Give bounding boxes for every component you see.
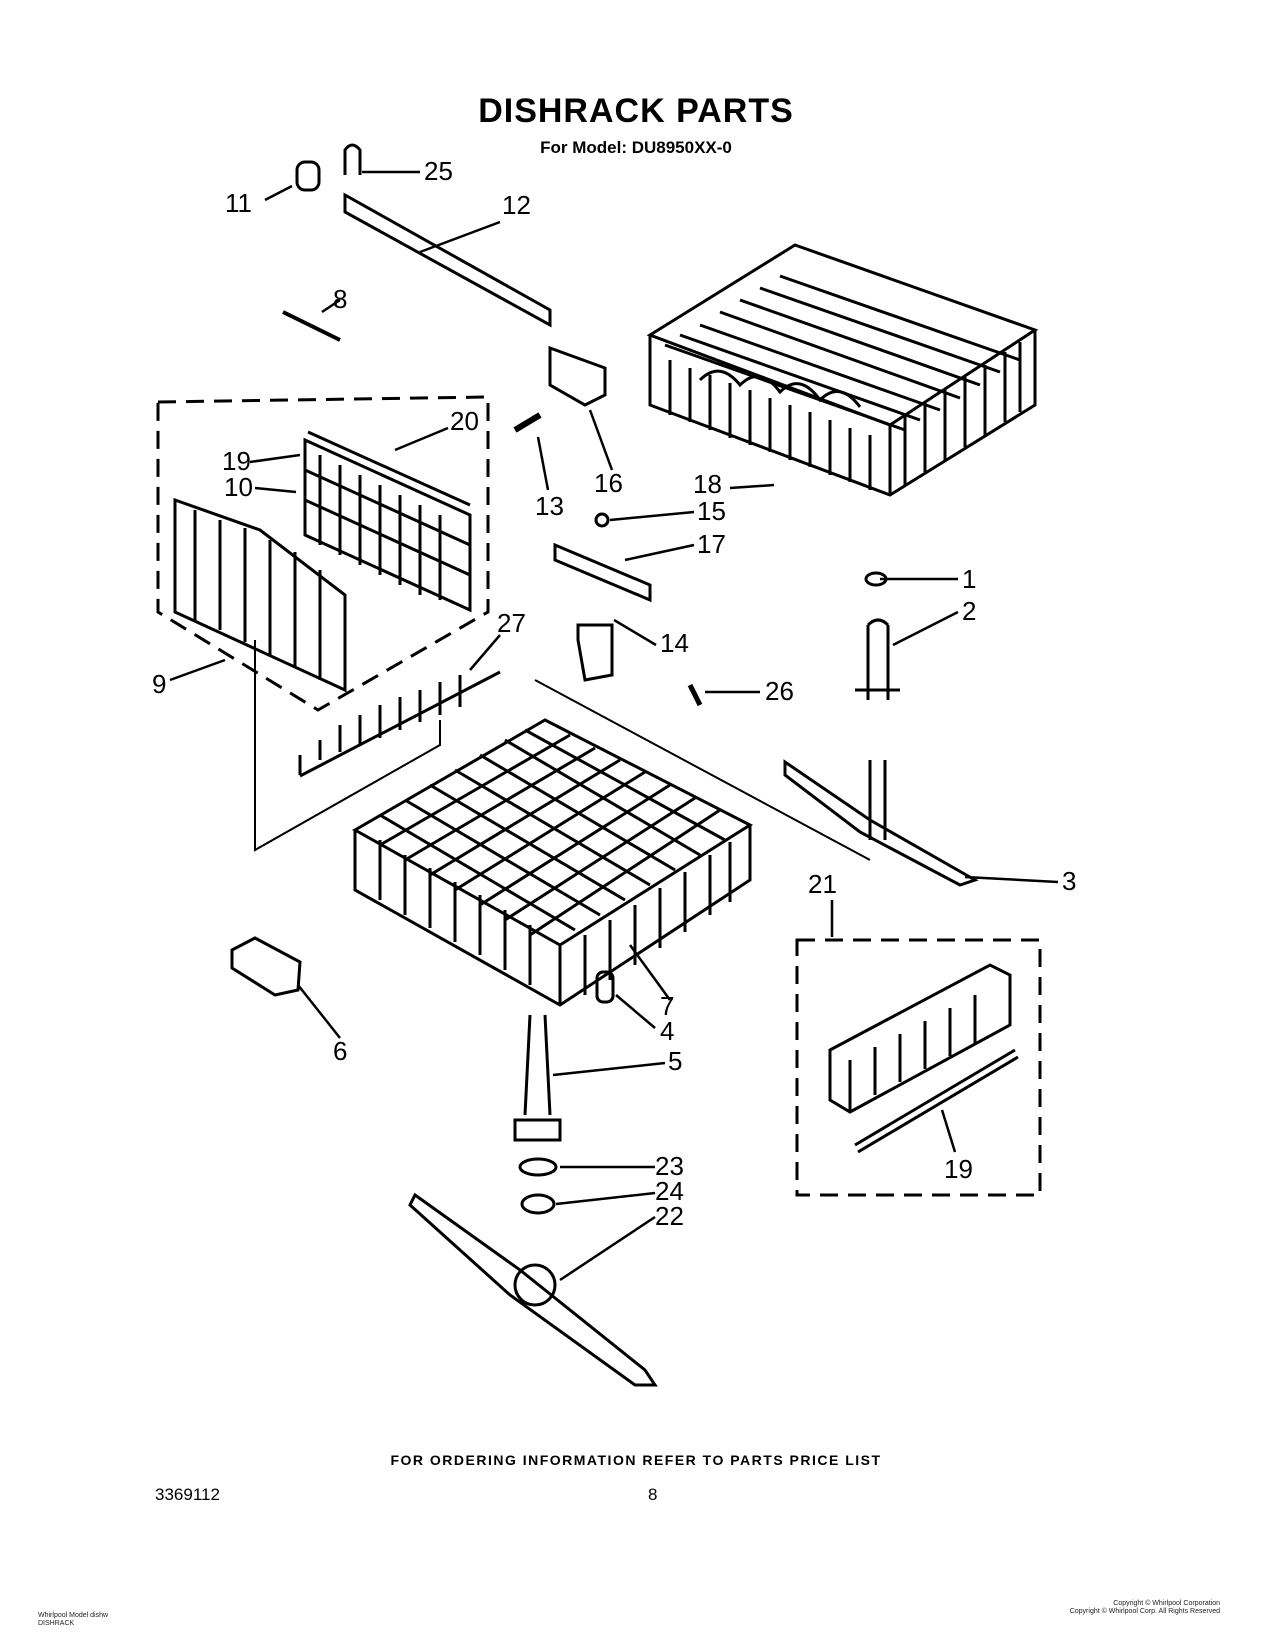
callout-19-basket: 19: [944, 1154, 973, 1184]
lower-rack: [351, 718, 754, 1007]
callout-labels: 1 2 3 4 5 6 7 8 9 10 11 12 13 14 15 16 1…: [152, 156, 1076, 1231]
callout-19: 19: [222, 446, 251, 476]
leader-lines: [169, 170, 1059, 1282]
dashed-box-left: [156, 395, 490, 712]
page-title: DISHRACK PARTS: [478, 92, 794, 130]
part-12-bar: [343, 192, 552, 328]
fine-print-right-line1: Copyright © Whirlpool Corporation: [1113, 1600, 1220, 1607]
callout-10: 10: [224, 472, 253, 502]
callout-8: 8: [333, 284, 347, 314]
callout-21: 21: [808, 869, 837, 899]
callout-20: 20: [450, 406, 479, 436]
fine-print-right: Copyright © Whirlpool Corporation Copyri…: [1020, 1600, 1220, 1616]
callout-12: 12: [502, 190, 531, 220]
callout-6: 6: [333, 1036, 347, 1066]
document-number: 3369112: [155, 1485, 220, 1504]
callout-7: 7: [660, 991, 674, 1021]
page-number: 8: [648, 1485, 658, 1504]
callout-2: 2: [962, 596, 976, 626]
shelf-9: [173, 497, 347, 693]
callout-27: 27: [497, 608, 526, 638]
upper-rack: [646, 243, 1039, 497]
callout-23: 23: [655, 1151, 684, 1181]
callout-24: 24: [655, 1176, 684, 1206]
callout-25: 25: [424, 156, 453, 186]
callout-11: 11: [225, 188, 252, 218]
callout-5: 5: [668, 1046, 682, 1076]
callout-13: 13: [535, 491, 564, 521]
callout-3: 3: [1062, 866, 1076, 896]
callout-9: 9: [152, 669, 166, 699]
fine-print-left: Whirlpool Model dishw DISHRACK: [38, 1612, 108, 1628]
fine-print-left-line1: Whirlpool Model dishw: [38, 1612, 109, 1619]
callout-15: 15: [697, 496, 726, 526]
model-subtitle: For Model: DU8950XX-0: [540, 138, 732, 157]
tines-27: [298, 670, 501, 778]
callout-16: 16: [594, 468, 623, 498]
callout-22: 22: [655, 1201, 684, 1231]
insert-10: [303, 430, 472, 613]
callout-17: 17: [697, 529, 726, 559]
callout-1: 1: [962, 564, 976, 594]
fine-print-left-line2: DISHRACK: [38, 1620, 75, 1627]
fine-print-right-line2: Copyright © Whirlpool Corp. All Rights R…: [1069, 1608, 1220, 1615]
callout-14: 14: [660, 628, 689, 658]
callout-18: 18: [693, 469, 722, 499]
callout-4: 4: [660, 1016, 674, 1046]
ordering-note: FOR ORDERING INFORMATION REFER TO PARTS …: [390, 1452, 882, 1468]
callout-26: 26: [765, 676, 794, 706]
